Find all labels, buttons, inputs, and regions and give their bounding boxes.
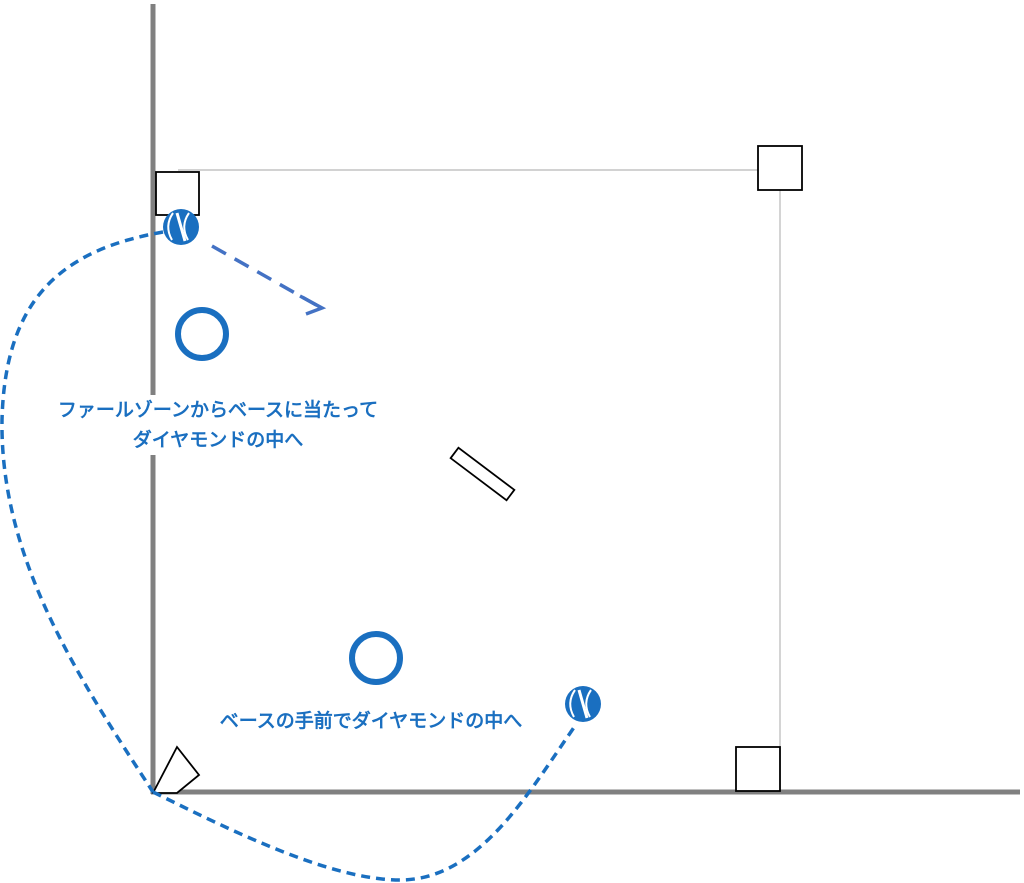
deflection-arrow-shaft [211,244,319,308]
foul-zone-annotation-line1: ファールゾーンからベースに当たって [57,399,379,421]
before-base-annotation: ベースの手前でダイヤモンドの中へ [186,706,556,736]
second-base [757,145,803,191]
deflection-arrow-head [299,294,327,316]
foul-zone-annotation-line2: ダイヤモンドの中へ [132,429,304,451]
home-plate [151,745,201,794]
third-base [155,171,200,216]
before-base-ball-path [152,724,577,882]
pitcher-plate [449,446,516,502]
baseball-icon [565,686,601,722]
first-base [735,746,781,792]
baseball-icon [163,209,199,245]
foul-zone-ball-path [0,230,164,793]
fair-marker-circle-icon [175,307,229,361]
foul-zone-annotation: ファールゾーンからベースに当たって ダイヤモンドの中へ [18,395,418,455]
fair-marker-circle-icon [349,631,403,685]
